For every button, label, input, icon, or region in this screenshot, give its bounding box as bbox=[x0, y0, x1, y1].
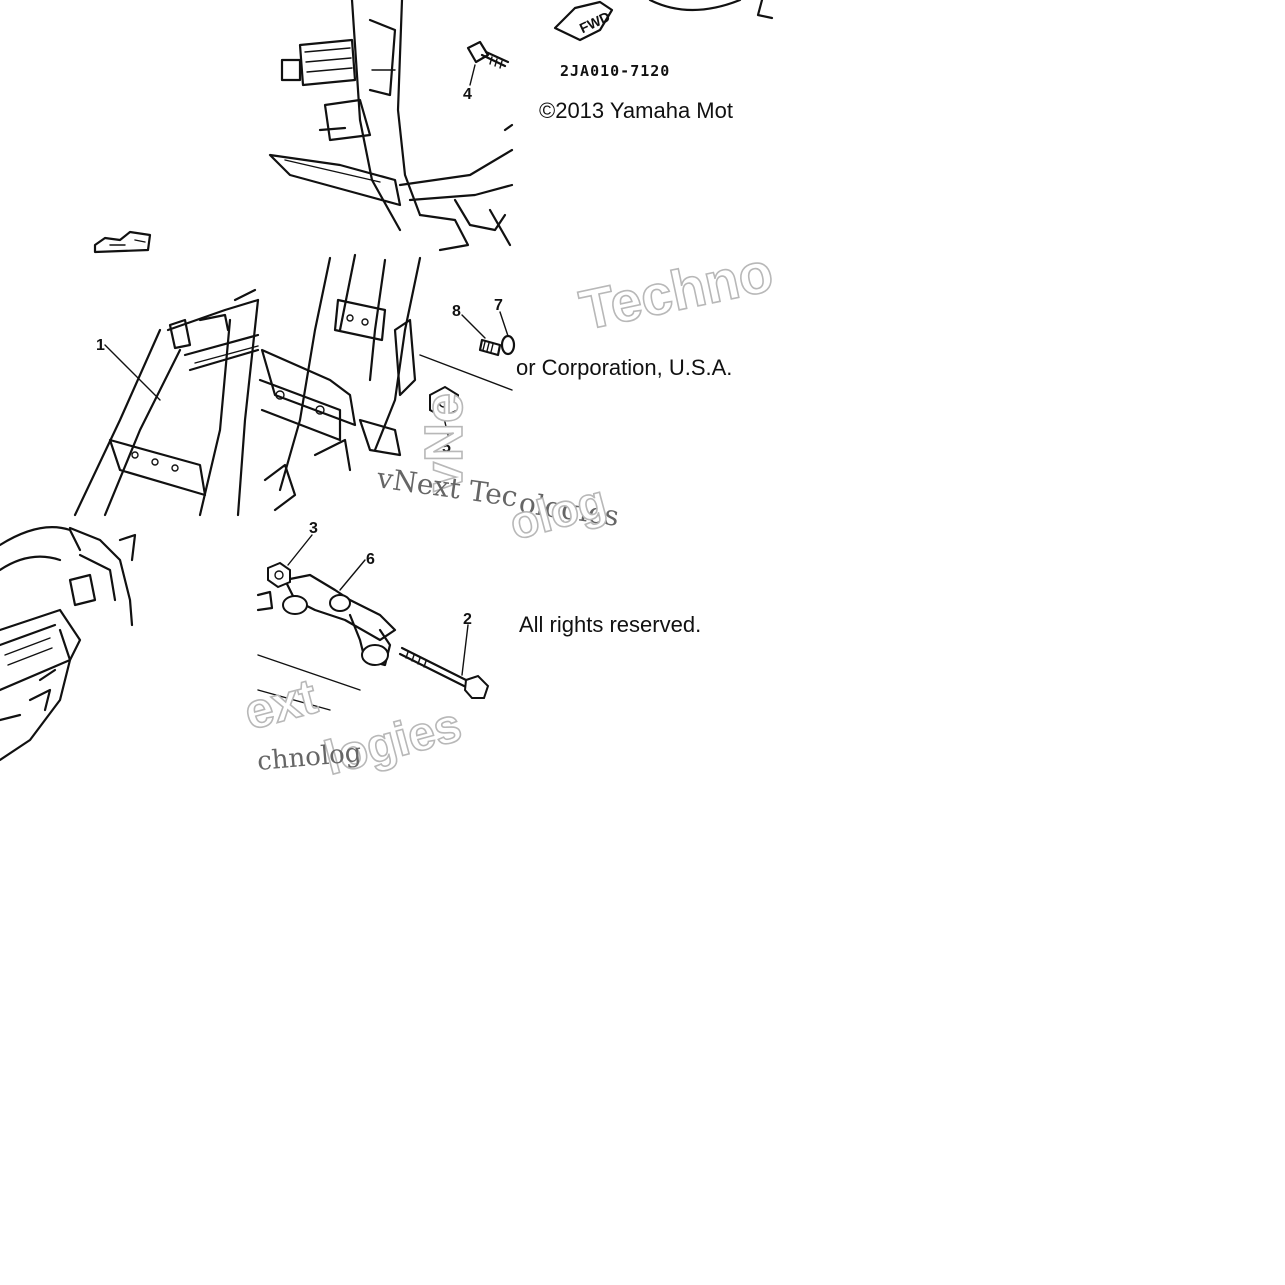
callout-4: 4 bbox=[463, 86, 472, 103]
reference-code: 2JA010-7120 bbox=[560, 62, 670, 80]
rear-frame-left bbox=[0, 526, 137, 762]
watermark-techno: Techno bbox=[574, 240, 778, 342]
copyright-line-2: or Corporation, U.S.A. bbox=[516, 355, 732, 380]
fender-edge bbox=[648, 0, 742, 12]
watermark-vnext-vertical: vNe bbox=[414, 393, 474, 492]
fwd-arrow: FWD bbox=[553, 0, 614, 42]
main-frame-center bbox=[258, 253, 513, 512]
callout-8: 8 bbox=[452, 303, 461, 320]
watermark-ext: ext bbox=[238, 668, 323, 741]
nut-5: 5 bbox=[429, 385, 459, 456]
callout-1: 1 bbox=[96, 337, 105, 354]
copyright-line-1: ©2013 Yamaha Mot bbox=[539, 98, 733, 123]
main-frame-left bbox=[73, 230, 260, 517]
steering-head-frame bbox=[268, 0, 514, 252]
frame-line bbox=[257, 654, 361, 691]
watermark-ologies-outline: olog bbox=[504, 474, 611, 549]
callout-5: 5 bbox=[442, 439, 451, 456]
leader-1 bbox=[104, 344, 161, 401]
copyright-line-3: All rights reserved. bbox=[519, 612, 701, 637]
washer-7: 7 bbox=[494, 297, 516, 356]
callout-6: 6 bbox=[366, 551, 375, 568]
callout-7: 7 bbox=[494, 297, 503, 314]
engine-mount-bracket-6: 6 bbox=[256, 551, 397, 667]
bracket-fragment bbox=[756, 0, 774, 20]
callout-2: 2 bbox=[463, 611, 472, 628]
frame-line-2 bbox=[257, 689, 331, 711]
bolt-2: 2 bbox=[398, 611, 490, 699]
bolt-8: 8 bbox=[452, 303, 502, 357]
nut-3: 3 bbox=[267, 520, 318, 589]
bolt-4: 4 bbox=[463, 40, 510, 103]
callout-3: 3 bbox=[309, 520, 318, 537]
